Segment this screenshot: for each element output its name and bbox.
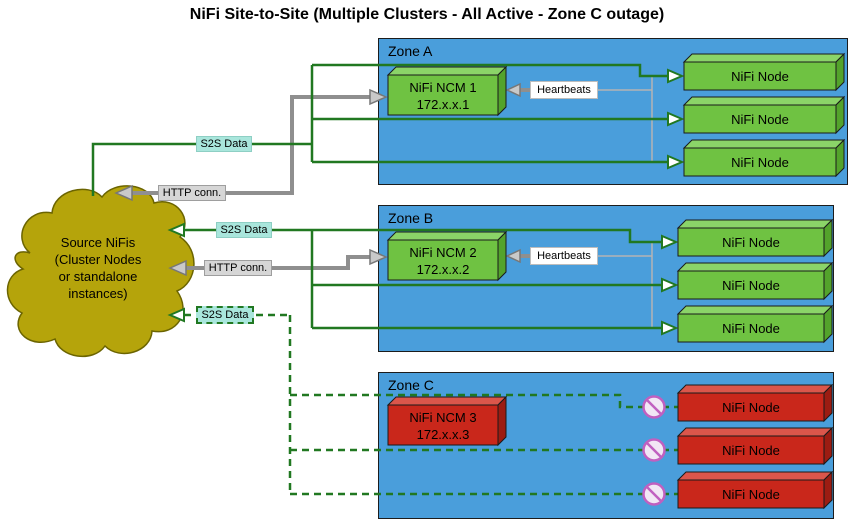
zone-a-node-2-box (682, 95, 846, 135)
zone-c-node-2-box (676, 426, 834, 466)
ncm-3-name: NiFi NCM 3 (409, 410, 477, 425)
ncm-3-box (386, 395, 508, 447)
zone-a-label: Zone A (388, 43, 433, 59)
zone-c-label: Zone C (388, 377, 434, 393)
arrowhead-into-ncm-1 (369, 88, 388, 106)
zone-b-node-2-label: NiFi Node (722, 277, 780, 293)
zone-a-node-2-label: NiFi Node (731, 111, 789, 127)
source-cloud-label: Source NiFis (Cluster Nodes or standalon… (20, 234, 176, 302)
zone-c-node-2-label: NiFi Node (722, 442, 780, 458)
s2s-connection-zone-b (167, 222, 679, 336)
diagram-title: NiFi Site-to-Site (Multiple Clusters - A… (189, 6, 665, 23)
zone-a-node-3-box (682, 138, 846, 178)
zone-a-node-3-label: NiFi Node (731, 154, 789, 170)
zone-c-node-3-box (676, 470, 834, 510)
arrowhead-into-node-b2 (661, 277, 679, 293)
arrowhead-into-cloud-http-a (114, 184, 133, 202)
prohibited-icon (642, 395, 666, 419)
cloud-line-1: Source NiFis (60, 235, 136, 250)
ncm-3-ip: 172.x.x.3 (416, 427, 470, 442)
arrowhead-into-node-a2 (667, 111, 685, 127)
zone-b-node-3-box (676, 304, 834, 344)
s2s-connection-zone-c (184, 313, 678, 496)
arrowhead-into-cloud-s2s-c (167, 307, 185, 323)
ncm-2-ip: 172.x.x.2 (416, 262, 470, 277)
ncm-2-name: NiFi NCM 2 (409, 245, 477, 260)
arrowhead-into-cloud-http-b (168, 259, 187, 277)
ncm-2-label: NiFi NCM 2 172.x.x.2 (388, 240, 498, 281)
ncm-3-label: NiFi NCM 3 172.x.x.3 (388, 405, 498, 446)
zone-c-node-1-box (676, 383, 834, 423)
zone-c-node-3-label: NiFi Node (722, 486, 780, 502)
prohibited-icon (642, 438, 666, 462)
zone-b-node-1-label: NiFi Node (722, 234, 780, 250)
arrowhead-into-ncm-2 (369, 248, 388, 266)
zone-b-node-3-label: NiFi Node (722, 320, 780, 336)
ncm-1-box (386, 65, 508, 117)
prohibited-icon (642, 482, 666, 506)
ncm-1-ip: 172.x.x.1 (416, 97, 470, 112)
cloud-line-2: (Cluster Nodes (54, 252, 142, 267)
zone-b-node-2-box (676, 261, 834, 301)
s2s-data-label-zone-c: S2S Data (196, 306, 254, 324)
zone-b-label: Zone B (388, 210, 434, 226)
http-conn-label-zone-a: HTTP conn. (158, 185, 226, 201)
ncm-1-label: NiFi NCM 1 172.x.x.1 (388, 75, 498, 116)
arrowhead-into-node-b3 (661, 320, 679, 336)
zone-a-node-1-box (682, 52, 846, 92)
ncm-2-box (386, 230, 508, 282)
zone-c-node-1-label: NiFi Node (722, 399, 780, 415)
arrowhead-into-cloud-s2s-b (167, 222, 185, 238)
zone-a-node-1-label: NiFi Node (731, 68, 789, 84)
http-conn-label-zone-b: HTTP conn. (204, 260, 272, 276)
http-connection-zone-b (168, 248, 388, 277)
s2s-data-label-zone-a: S2S Data (196, 136, 252, 152)
arrowhead-into-node-b1 (661, 234, 679, 250)
heartbeats-label-zone-b: Heartbeats (530, 247, 598, 265)
arrowhead-into-node-a1 (667, 68, 685, 84)
cloud-line-3: or standalone (58, 269, 138, 284)
heartbeats-label-zone-a: Heartbeats (530, 81, 598, 99)
cloud-line-4: instances) (68, 286, 128, 301)
ncm-1-name: NiFi NCM 1 (409, 80, 477, 95)
arrowhead-into-node-a3 (667, 154, 685, 170)
zone-b-node-1-box (676, 218, 834, 258)
s2s-data-label-zone-b: S2S Data (216, 222, 272, 238)
